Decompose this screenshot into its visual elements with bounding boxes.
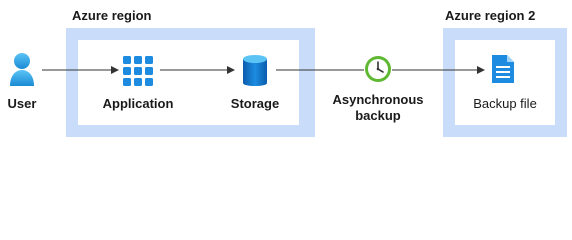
async-backup-label-line1: Asynchronous [332,92,424,107]
user-label: User [7,96,37,111]
connector-lines [42,66,485,74]
azure-region-primary-title: Azure region [72,8,152,23]
file-icon [491,54,515,84]
user-icon [8,52,36,86]
storage-label: Storage [230,96,280,111]
application-grid-icon [123,56,153,86]
async-backup-label-line2: backup [355,108,401,123]
azure-region-secondary-title: Azure region 2 [445,8,536,23]
clock-icon [364,55,392,83]
storage-cylinder-icon [242,54,268,88]
azure-region-secondary [443,28,567,137]
application-label: Application [102,96,174,111]
backup-file-label: Backup file [473,96,537,111]
